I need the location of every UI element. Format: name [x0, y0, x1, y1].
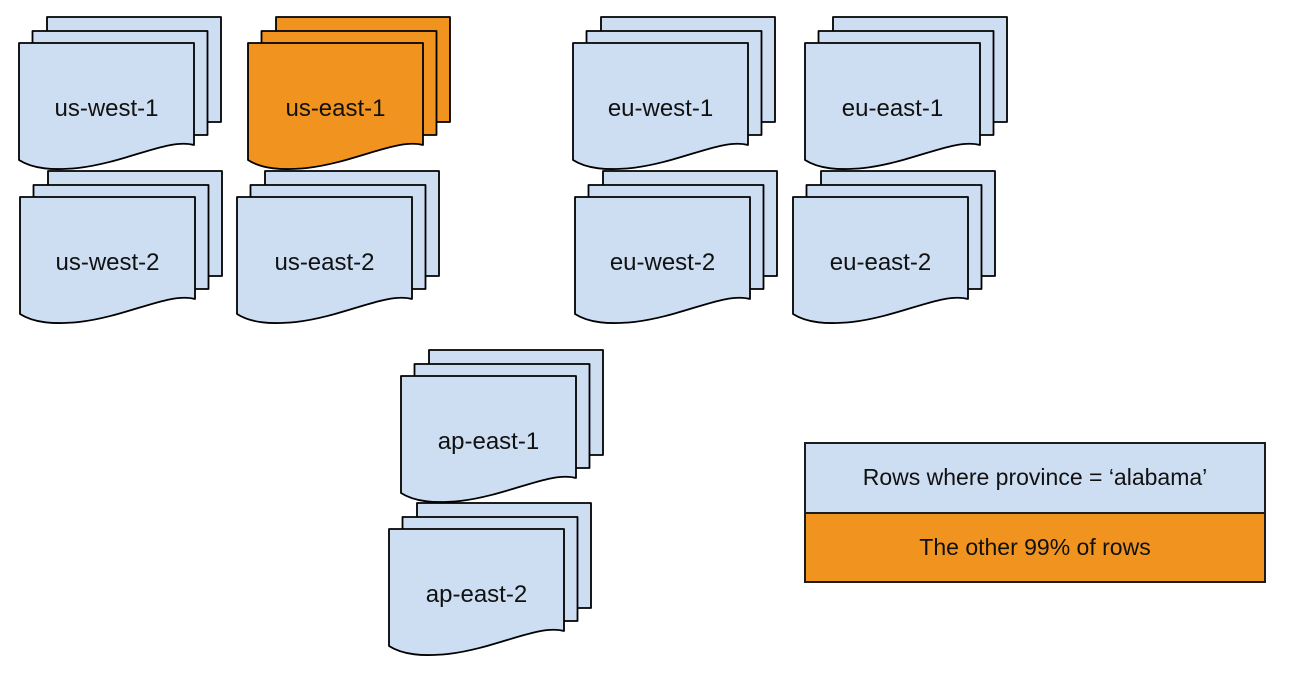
region-stack-eu-west-2: eu-west-2	[574, 170, 779, 328]
region-stack-eu-west-1: eu-west-1	[572, 16, 777, 174]
region-stack-us-west-1: us-west-1	[18, 16, 223, 174]
region-stack-ap-east-1: ap-east-1	[400, 349, 605, 507]
region-label: eu-east-1	[842, 95, 943, 122]
stack-front-document	[236, 196, 413, 324]
region-stack-us-east-1: us-east-1	[247, 16, 452, 174]
region-label: us-east-1	[285, 95, 385, 122]
document-stack-icon: ap-east-1	[400, 349, 604, 503]
region-stack-us-east-2: us-east-2	[236, 170, 441, 328]
document-stack-icon: us-east-1	[247, 16, 451, 170]
region-label: eu-west-2	[610, 249, 715, 276]
region-label: eu-east-2	[830, 249, 931, 276]
legend-label-alabama: Rows where province = ‘alabama’	[862, 464, 1208, 491]
stack-front-document	[792, 196, 969, 324]
region-label: eu-west-1	[608, 95, 713, 122]
stack-front-document	[400, 375, 577, 503]
stack-front-document	[18, 42, 195, 170]
region-label: us-east-2	[274, 249, 374, 276]
document-stack-icon: us-west-1	[18, 16, 222, 170]
document-stack-icon: eu-west-1	[572, 16, 776, 170]
region-stack-eu-east-2: eu-east-2	[792, 170, 997, 328]
legend-row-alabama: Rows where province = ‘alabama’	[806, 444, 1264, 512]
stack-front-document	[388, 528, 565, 656]
document-stack-icon: eu-east-1	[804, 16, 1008, 170]
document-stack-icon: us-east-2	[236, 170, 440, 324]
stack-front-document	[574, 196, 751, 324]
region-stack-eu-east-1: eu-east-1	[804, 16, 1009, 174]
stack-front-document	[804, 42, 981, 170]
region-label: ap-east-2	[426, 581, 527, 608]
document-stack-icon: us-west-2	[19, 170, 223, 324]
document-stack-icon: ap-east-2	[388, 502, 592, 656]
stack-front-document	[572, 42, 749, 170]
region-label: us-west-1	[54, 95, 158, 122]
region-label: us-west-2	[55, 249, 159, 276]
stack-front-document	[19, 196, 196, 324]
stack-front-document	[247, 42, 424, 170]
legend-row-other: The other 99% of rows	[806, 511, 1264, 581]
region-stack-ap-east-2: ap-east-2	[388, 502, 593, 660]
document-stack-icon: eu-west-2	[574, 170, 778, 324]
document-stack-icon: eu-east-2	[792, 170, 996, 324]
legend: Rows where province = ‘alabama’ The othe…	[804, 442, 1266, 583]
region-label: ap-east-1	[438, 428, 539, 455]
legend-label-other: The other 99% of rows	[919, 533, 1151, 560]
region-stack-us-west-2: us-west-2	[19, 170, 224, 328]
